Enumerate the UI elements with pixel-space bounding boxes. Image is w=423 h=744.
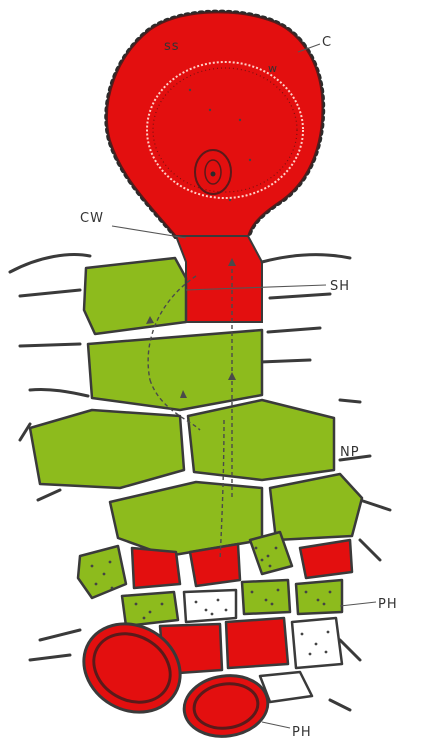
cell-g1 xyxy=(84,258,186,334)
label-c: C xyxy=(322,35,332,50)
spore-body xyxy=(107,13,322,236)
cell-s3 xyxy=(190,544,240,586)
label-w: w xyxy=(268,62,278,75)
cell-s6 xyxy=(122,592,178,626)
cell-s11 xyxy=(226,618,288,668)
cell-s12 xyxy=(292,618,342,668)
cell-s5 xyxy=(300,540,352,578)
cell-s8 xyxy=(242,580,290,614)
sterile-hypha xyxy=(176,236,262,322)
spore-head xyxy=(107,13,322,236)
cell-g2 xyxy=(88,330,262,410)
label-cw: CW xyxy=(80,211,104,226)
label-sh: SH xyxy=(330,279,350,294)
leader-ph2 xyxy=(262,722,290,728)
cell-g3 xyxy=(30,410,184,488)
leader-ph1 xyxy=(340,602,376,606)
cell-g4 xyxy=(188,400,334,480)
cell-s7 xyxy=(184,590,236,622)
label-ph-upper: PH xyxy=(378,597,398,612)
cell-s9 xyxy=(296,580,342,614)
label-ph-lower: PH xyxy=(292,725,312,740)
cell-s2 xyxy=(132,548,180,588)
label-np: NP xyxy=(340,445,360,460)
label-ss: ss xyxy=(164,39,180,54)
cell-s1 xyxy=(78,546,126,598)
cell-g6 xyxy=(270,474,362,540)
